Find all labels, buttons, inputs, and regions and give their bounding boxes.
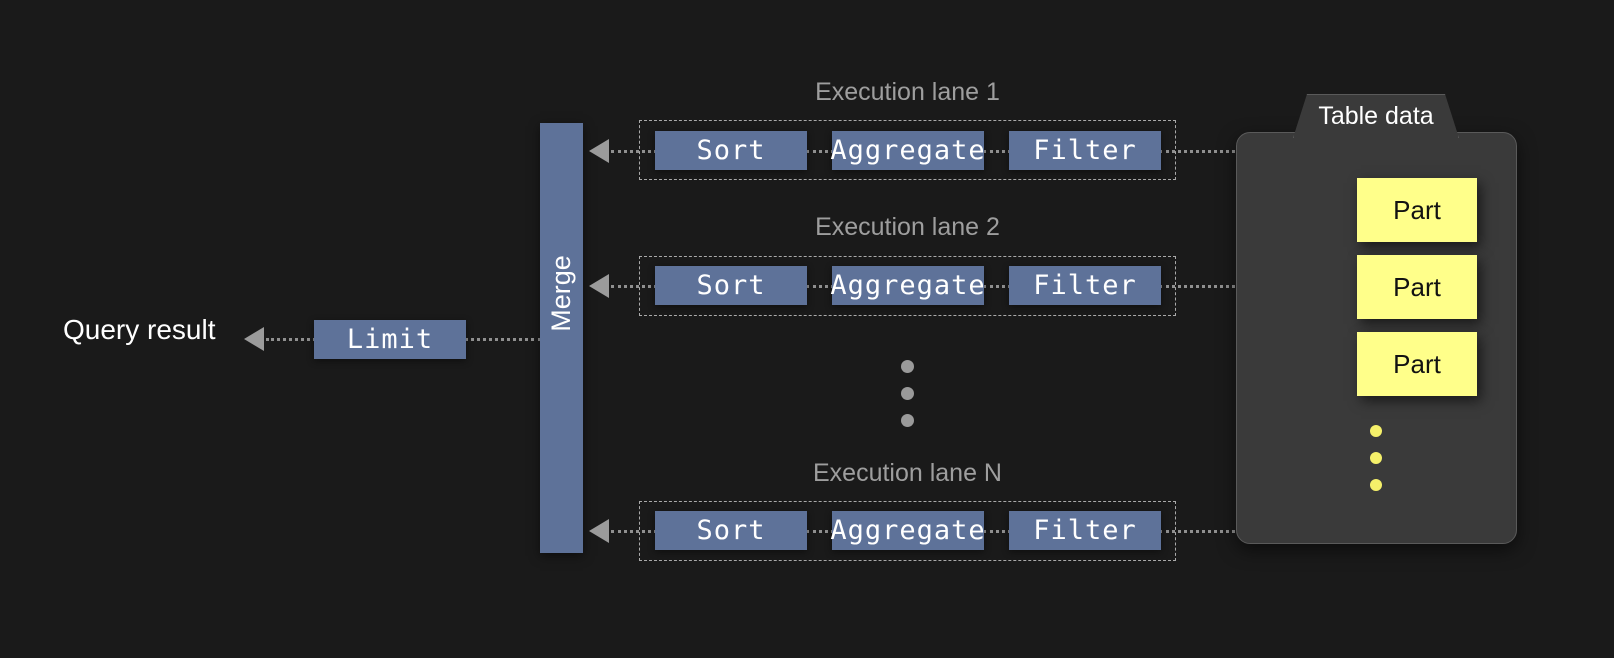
connector-lane-2-left [611,285,657,288]
connector-aggregate-to-filter-2 [983,285,1011,288]
arrow-lane-n-to-merge-icon [589,519,609,543]
lane-title-n: Execution lane N [812,459,1002,487]
operator-sort-lane-n[interactable]: Sort [655,511,807,550]
operator-filter-lane-2[interactable]: Filter [1009,266,1161,305]
operator-filter-lane-n[interactable]: Filter [1009,511,1161,550]
connector-lane-n-to-table [1159,530,1241,533]
connector-lane-1-to-table [1159,150,1241,153]
connector-sort-to-aggregate-2 [806,285,834,288]
part-box-1[interactable]: Part [1357,178,1477,242]
connector-merge-to-limit [464,338,542,341]
connector-limit-to-result [266,338,316,341]
part-box-2[interactable]: Part [1357,255,1477,319]
connector-lane-1-left [611,150,657,153]
operator-merge[interactable] [540,123,583,553]
operator-aggregate-lane-2[interactable]: Aggregate [830,266,985,305]
operator-filter-lane-1[interactable]: Filter [1009,131,1161,170]
operator-sort-lane-2[interactable]: Sort [655,266,807,305]
operator-sort-lane-1[interactable]: Sort [655,131,807,170]
operator-aggregate-lane-1[interactable]: Aggregate [830,131,985,170]
connector-sort-to-aggregate-n [806,530,834,533]
lane-title-2: Execution lane 2 [815,213,1000,241]
arrow-to-query-result-icon [244,327,264,351]
arrow-lane-2-to-merge-icon [589,274,609,298]
table-data-title: Table data [1293,94,1459,138]
connector-sort-to-aggregate-1 [806,150,834,153]
table-data-tab [1293,94,1459,138]
lane-title-1: Execution lane 1 [815,78,1000,106]
connector-aggregate-to-filter-n [983,530,1011,533]
arrow-lane-1-to-merge-icon [589,139,609,163]
query-result-label: Query result [63,314,216,345]
operator-aggregate-lane-n[interactable]: Aggregate [830,511,985,550]
part-ellipsis-icon [1370,425,1382,506]
part-box-3[interactable]: Part [1357,332,1477,396]
lane-ellipsis-icon [901,360,914,441]
operator-limit[interactable]: Limit [314,320,466,359]
connector-lane-n-left [611,530,657,533]
connector-lane-2-to-table [1159,285,1241,288]
connector-aggregate-to-filter-1 [983,150,1011,153]
table-data-title-text: Table data [1318,101,1434,130]
